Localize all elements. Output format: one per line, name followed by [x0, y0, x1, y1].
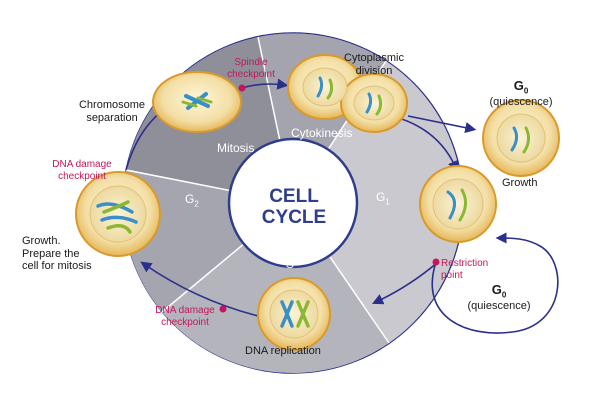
arrow-to-g0-top — [407, 115, 477, 134]
g0-bottom-text: (quiescence) — [467, 299, 531, 312]
label-dna-damage-bottom-line1: DNA damage — [155, 305, 215, 316]
label-dna-damage-top-line2: checkpoint — [58, 170, 106, 182]
cell-g2-prepare — [75, 171, 161, 257]
label-growth-prepare-line3: cell for mitosis — [22, 260, 92, 273]
label-restriction-point: Restriction point — [441, 258, 488, 281]
phase-g1-letter: G — [376, 190, 386, 204]
label-chromosome-separation-line2: separation — [86, 111, 138, 124]
cell-chromosome-separation — [152, 71, 242, 133]
label-growth-prepare: Growth. Prepare the cell for mitosis — [22, 235, 92, 273]
dna-damage-checkpoint-dot-bottom — [219, 305, 227, 313]
label-restriction-line1: Restriction — [441, 258, 489, 269]
label-cytoplasmic-division-line2: division — [355, 64, 393, 77]
center-title-line2: CYCLE — [261, 207, 327, 229]
label-chromosome-separation: Chromosome separation — [72, 99, 152, 124]
label-growth: Growth — [502, 177, 538, 189]
label-dna-damage-checkpoint-top: DNA damage checkpoint — [47, 159, 117, 182]
label-dna-damage-checkpoint-bottom: DNA damage checkpoint — [150, 305, 220, 328]
phase-label-mitosis: Mitosis — [217, 141, 255, 155]
center-title: CELL CYCLE — [239, 186, 349, 229]
label-cytoplasmic-division-line1: Cytoplasmic — [344, 52, 404, 64]
g0-top-text: (quiescence) — [489, 95, 553, 108]
label-spindle-line2: checkpoint — [227, 68, 275, 80]
spindle-checkpoint-dot — [238, 84, 246, 92]
label-g0-top: G0 (quiescence) — [478, 78, 564, 108]
arrow-g0-loop — [431, 232, 559, 334]
g0-bottom-sub: 0 — [501, 290, 507, 300]
cell-dna-replication — [257, 277, 331, 351]
center-circle — [227, 137, 359, 269]
label-dna-replication: DNA replication — [245, 345, 321, 357]
phase-label-g1: G1 — [376, 190, 390, 206]
label-g0-bottom: G0 (quiescence) — [456, 282, 542, 312]
arrow-g1-to-s — [371, 261, 439, 305]
phase-label-s: S — [286, 257, 295, 271]
arrow-s-to-g2 — [140, 261, 259, 317]
label-growth-prepare-line2: Prepare the — [22, 247, 80, 260]
cell-g0-top — [482, 99, 560, 177]
label-dna-damage-top-line1: DNA damage — [52, 159, 112, 170]
label-restriction-line2: point — [441, 269, 463, 281]
sector-g1 — [293, 61, 463, 343]
g0-bottom-letter: G — [491, 282, 502, 297]
cell-growth — [419, 165, 497, 243]
phase-g2-sub: 2 — [194, 199, 199, 209]
g0-top-letter: G — [513, 78, 524, 93]
cell-cytoplasmic-division — [287, 54, 408, 133]
g0-top-sub: 0 — [523, 86, 529, 96]
label-growth-prepare-line1: Growth. — [22, 235, 61, 247]
label-spindle-line1: Spindle — [234, 57, 268, 68]
phase-label-g2: G2 — [185, 192, 199, 208]
label-chromosome-separation-line1: Chromosome — [78, 99, 146, 111]
phase-g1-sub: 1 — [385, 197, 390, 207]
label-spindle-checkpoint: Spindle checkpoint — [219, 57, 283, 80]
label-cytoplasmic-division: Cytoplasmic division — [334, 52, 414, 77]
phase-label-cytokinesis: Cytokinesis — [291, 126, 353, 140]
phase-g2-letter: G — [185, 192, 195, 206]
center-title-line1: CELL — [269, 186, 319, 207]
label-dna-damage-bottom-line2: checkpoint — [161, 316, 209, 328]
restriction-point-dot — [432, 258, 440, 266]
